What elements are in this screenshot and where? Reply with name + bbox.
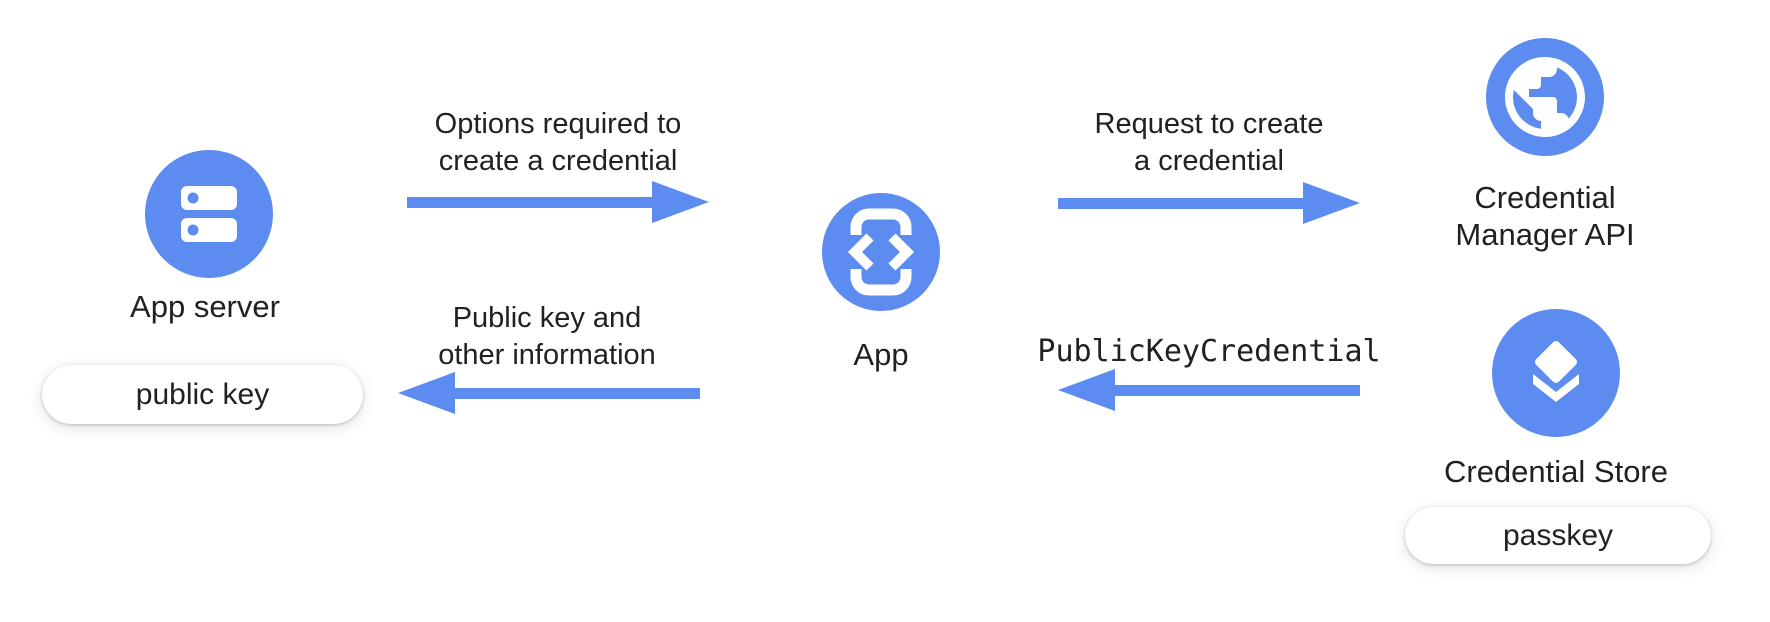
credential-manager-label: Credential Manager API [1455,180,1635,252]
publickeycredential-label: PublicKeyCredential [1037,334,1381,369]
passkey-badge: passkey [1405,507,1711,564]
options-arrow [407,181,709,223]
public-key-badge: public key [42,365,363,424]
publickeycredential-arrow [1058,369,1360,411]
arrow-head-left-icon [398,372,455,414]
phone-code-icon [822,193,940,311]
layers-icon [1492,309,1620,437]
server-icon [145,150,273,278]
request-arrow-label: Request to create a credential [1094,108,1324,177]
options-arrow-label: Options required to create a credential [434,108,682,177]
arrow-head-left-icon [1058,369,1115,411]
public-key-info-arrow [398,372,700,414]
request-arrow [1058,182,1360,224]
credential-store-label: Credential Store [1443,454,1668,489]
public-key-info-arrow-label: Public key and other information [438,302,656,371]
arrow-head-right-icon [652,181,709,223]
app-label: App [853,337,909,372]
globe-icon [1486,38,1604,156]
app-server-label: App server [130,289,280,324]
arrow-head-right-icon [1303,182,1360,224]
